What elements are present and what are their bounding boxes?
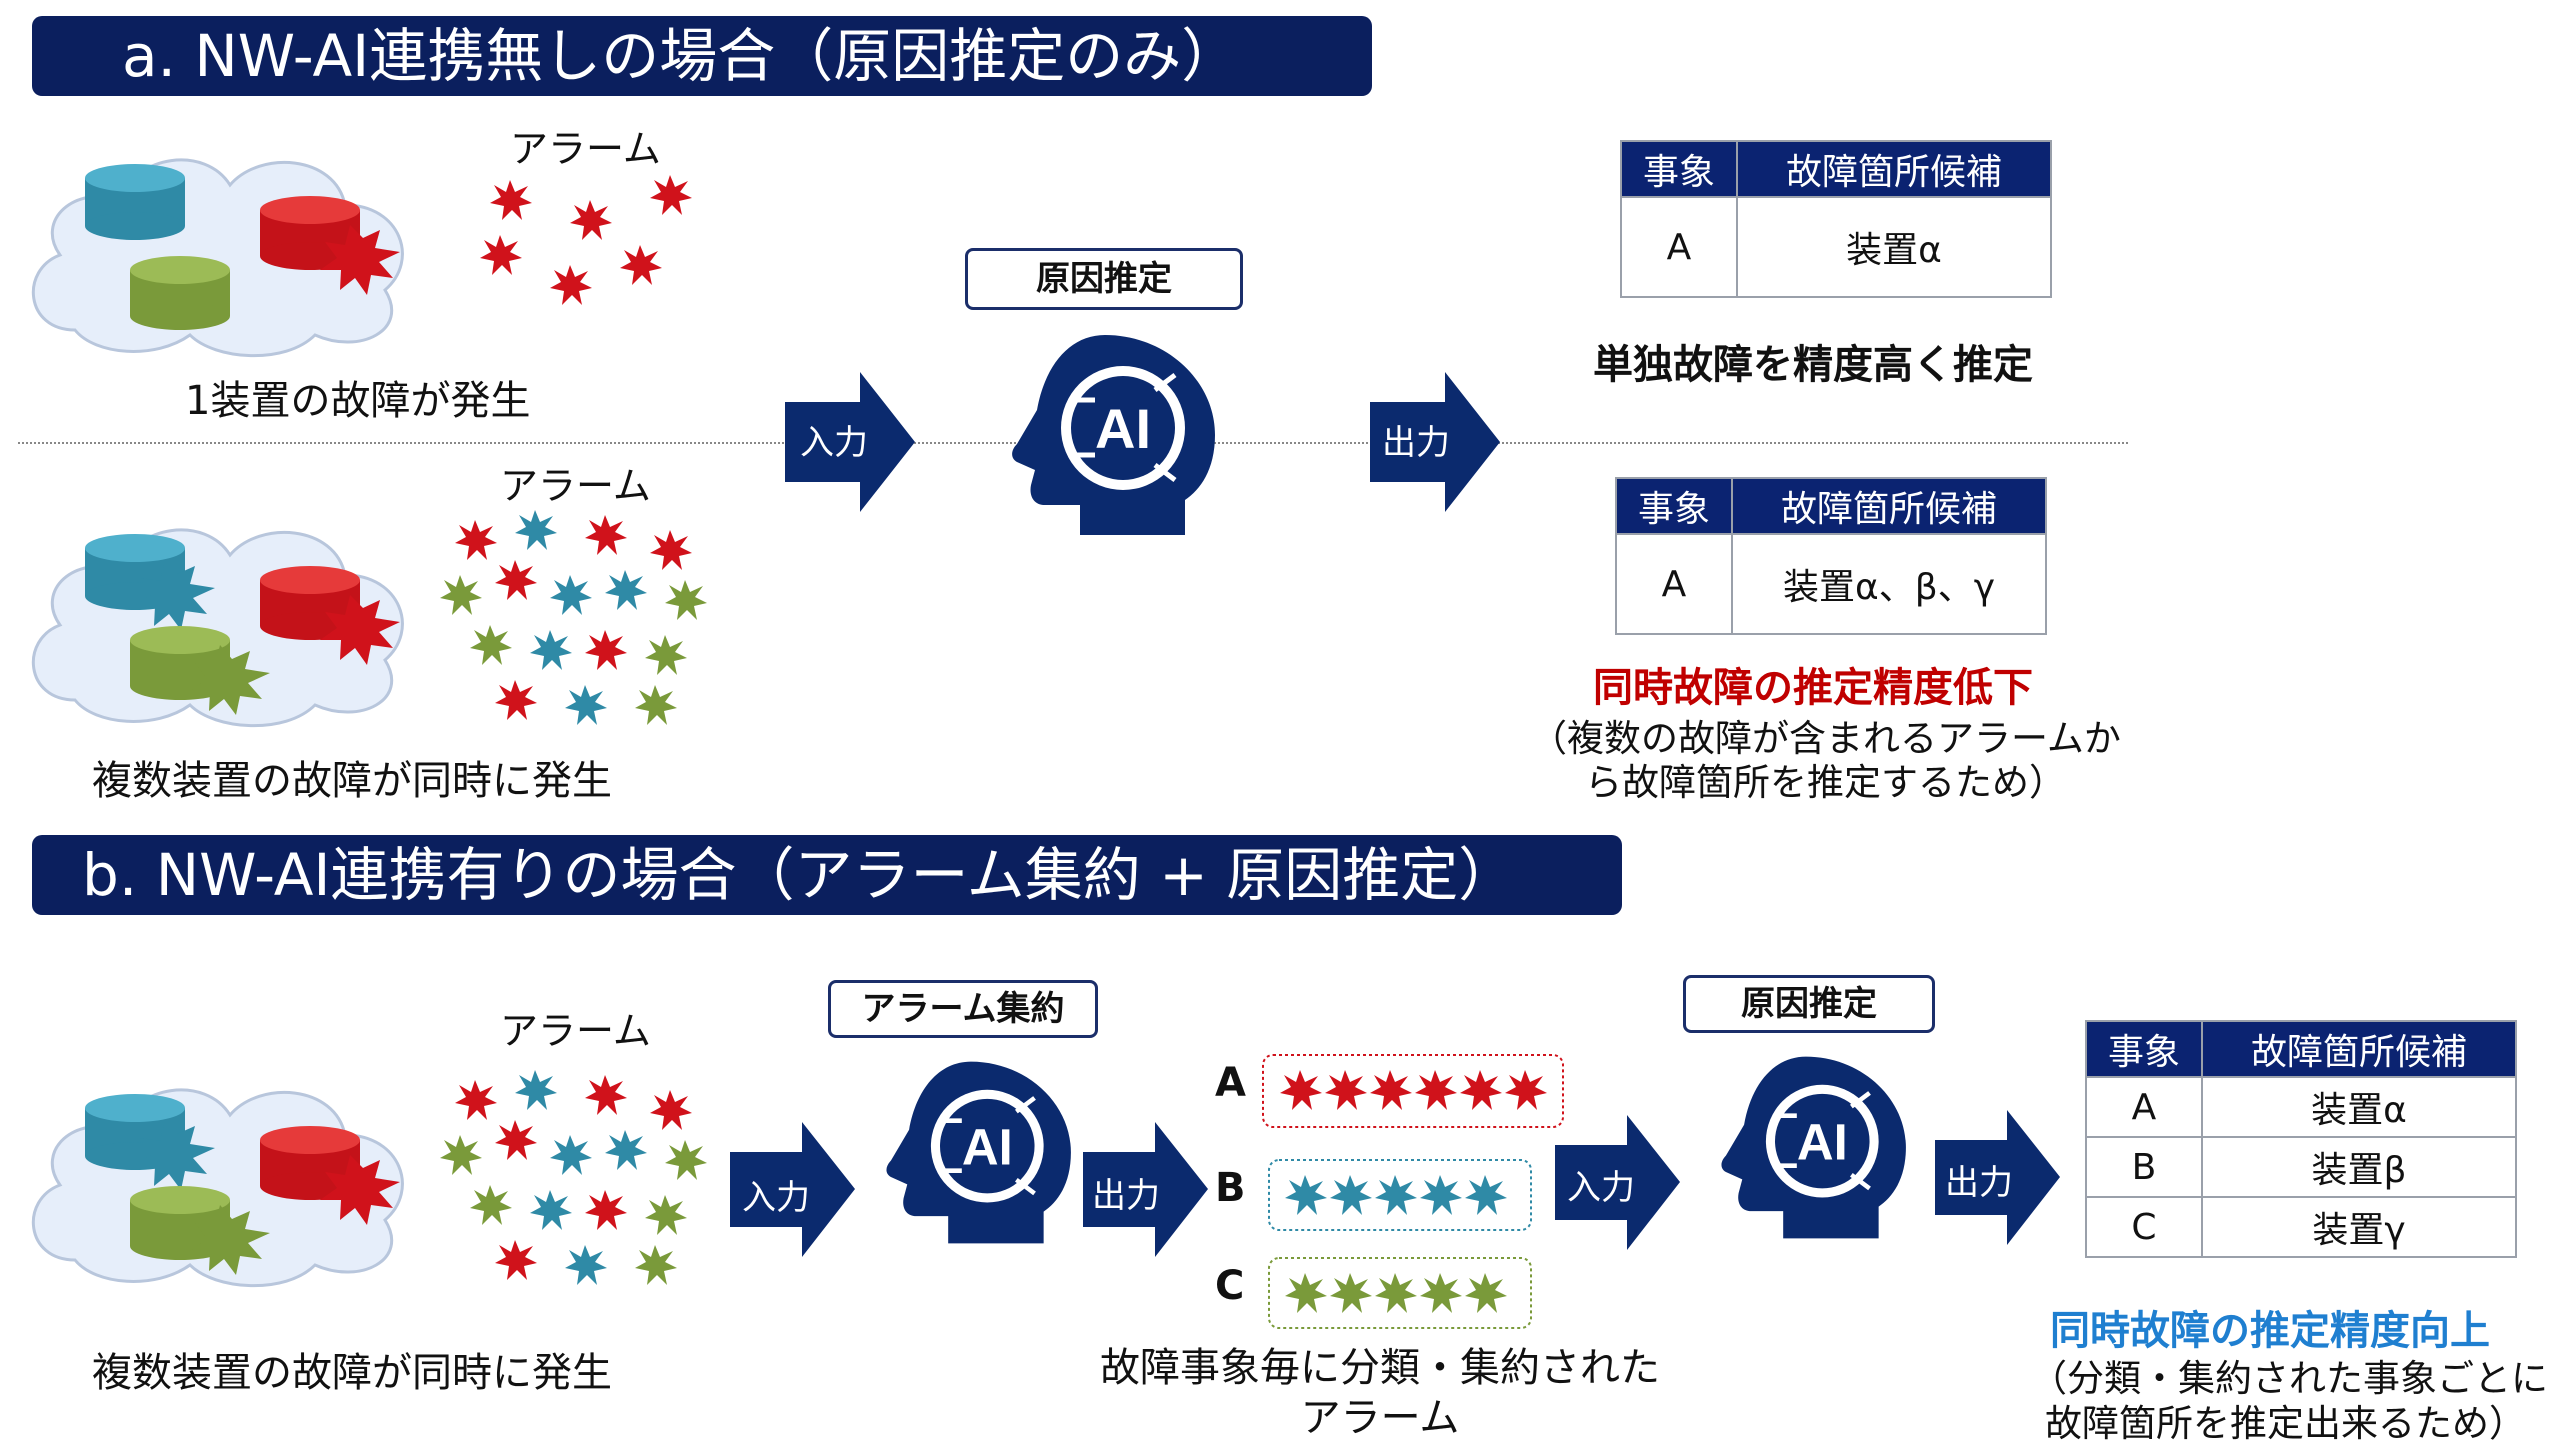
alarm-label-a-bottom: アラーム	[500, 464, 651, 508]
group-letter-a: A	[1215, 1060, 1246, 1106]
table-header: 故障箇所候補	[1736, 140, 2052, 198]
result-text-a-top: 単独故障を精度高く推定	[1593, 342, 2033, 388]
svg-text:AI: AI	[962, 1118, 1013, 1175]
network-cloud-multi-failure-a	[31, 528, 404, 728]
network-cloud-single-failure	[31, 158, 404, 358]
result-table-a-top: 事象 故障箇所候補 A 装置α	[1620, 140, 2052, 298]
failure-burst-icon	[135, 1120, 215, 1190]
database-icon-teal	[85, 164, 185, 240]
output-label-b1: 出力	[1092, 1176, 1160, 1216]
group-letter-c: C	[1215, 1263, 1245, 1309]
alarm-label-b: アラーム	[500, 1009, 651, 1053]
alarm-label-a-top: アラーム	[510, 127, 661, 171]
multi-failure-caption-a: 複数装置の故障が同時に発生	[92, 758, 612, 804]
cause-estimation-box-a: 原因推定	[965, 248, 1243, 310]
note-b-line1: （分類・集約された事象ごとに	[2030, 1357, 2548, 1400]
table-row: A 装置α	[2085, 1076, 2517, 1138]
multi-failure-caption-b: 複数装置の故障が同時に発生	[92, 1350, 612, 1396]
result-text-b: 同時故障の推定精度向上	[2050, 1308, 2490, 1354]
result-table-a-bottom: 事象 故障箇所候補 A 装置α、β、γ	[1615, 477, 2047, 635]
svg-text:AI: AI	[1095, 397, 1151, 460]
failure-burst-icon	[320, 595, 400, 665]
note-a-line2: ら故障箇所を推定するため）	[1585, 761, 2066, 804]
alarm-cluster-mixed-a	[440, 510, 707, 725]
input-label-b1: 入力	[742, 1178, 810, 1218]
table-row: A 装置α、β、γ	[1615, 533, 2047, 635]
starburst-icon	[480, 175, 692, 305]
right-arrow-icon	[1935, 1110, 2060, 1245]
result-text-a-bottom: 同時故障の推定精度低下	[1593, 665, 2033, 711]
note-a-line1: （複数の故障が含まれるアラームか	[1530, 717, 2121, 760]
result-table-b: 事象 故障箇所候補 A 装置α B 装置β C 装置γ	[2085, 1020, 2517, 1258]
section-b-title: b. NW-AI連携有りの場合（アラーム集約 + 原因推定）	[32, 835, 1622, 915]
right-arrow-icon	[1555, 1115, 1680, 1250]
ai-head-icon: AI	[1012, 335, 1215, 535]
alarm-cluster-mixed-b	[440, 1070, 707, 1285]
starburst-icon	[440, 1070, 707, 1285]
right-arrow-icon	[1083, 1122, 1208, 1257]
alarm-aggregation-box: アラーム集約	[828, 980, 1098, 1038]
output-label-b2: 出力	[1945, 1163, 2013, 1203]
table-row: B 装置β	[2085, 1136, 2517, 1198]
table-header: 事象	[2085, 1020, 2203, 1078]
alarm-group-c	[1268, 1257, 1532, 1329]
failure-burst-icon	[135, 560, 215, 630]
table-header: 事象	[1620, 140, 1738, 198]
grouped-caption-line2: アラーム	[1300, 1395, 1460, 1441]
table-row: C 装置γ	[2085, 1196, 2517, 1258]
output-label-a: 出力	[1382, 423, 1450, 463]
failure-burst-icon	[320, 1155, 400, 1225]
grouped-caption-line1: 故障事象毎に分類・集約された	[1100, 1345, 1660, 1391]
right-arrow-icon	[785, 372, 915, 512]
input-label-a: 入力	[800, 423, 868, 463]
table-header: 事象	[1615, 477, 1733, 535]
ai-head-icon: AI	[886, 1061, 1071, 1244]
database-icon-green	[130, 256, 230, 330]
ai-head-icon: AI	[1721, 1056, 1906, 1239]
single-failure-caption: 1装置の故障が発生	[185, 378, 531, 424]
alarm-group-a	[1262, 1054, 1564, 1128]
table-header: 故障箇所候補	[2201, 1020, 2517, 1078]
input-label-b2: 入力	[1567, 1168, 1635, 1208]
network-cloud-multi-failure-b	[31, 1088, 404, 1288]
right-arrow-icon	[730, 1122, 855, 1257]
right-arrow-icon	[1370, 372, 1500, 512]
failure-burst-icon	[320, 225, 400, 295]
starburst-icon	[440, 510, 707, 725]
svg-text:AI: AI	[1797, 1113, 1848, 1170]
alarm-group-b	[1268, 1159, 1532, 1231]
failure-burst-icon	[190, 1205, 270, 1275]
alarm-cluster-red	[480, 175, 692, 305]
grouped-alarms	[1262, 1054, 1564, 1329]
table-row: A 装置α	[1620, 196, 2052, 298]
note-b-line2: 故障箇所を推定出来るため）	[2045, 1402, 2526, 1445]
table-header: 故障箇所候補	[1731, 477, 2047, 535]
group-letter-b: B	[1215, 1165, 1246, 1211]
cause-estimation-box-b: 原因推定	[1683, 975, 1935, 1033]
database-icon-green	[130, 626, 230, 700]
failure-burst-icon	[190, 645, 270, 715]
section-a-title: a. NW-AI連携無しの場合（原因推定のみ）	[32, 16, 1372, 96]
